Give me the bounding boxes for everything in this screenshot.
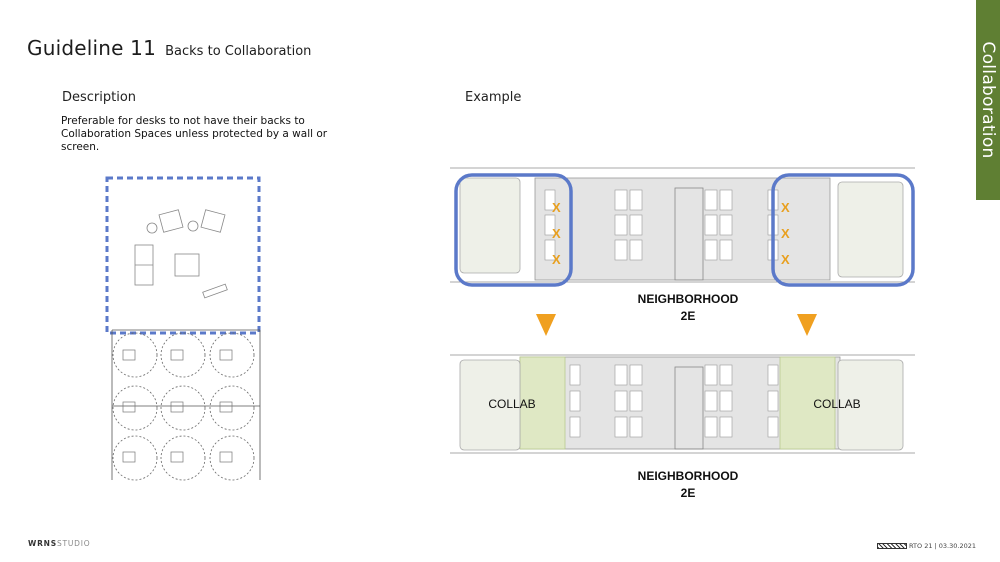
description-heading: Description: [62, 90, 137, 105]
guideline-subtitle: Backs to Collaboration: [165, 44, 312, 59]
highlight-right: [771, 173, 915, 287]
highlight-left: [454, 173, 573, 287]
collab-label-right: COLLAB: [813, 397, 860, 411]
conflict-mark: X: [781, 200, 790, 215]
example-heading: Example: [465, 90, 522, 105]
arrow-down-icon: [797, 314, 817, 336]
conflict-mark: X: [781, 226, 790, 241]
company-logo: WRNSSTUDIO: [28, 539, 90, 548]
project-info: RTO 21 | 03.30.2021: [909, 542, 977, 550]
page-title: Guideline 11 Backs to Collaboration: [27, 36, 311, 60]
neighborhood-label-bottom: NEIGHBORHOOD: [638, 469, 739, 483]
description-text: Preferable for desks to not have their b…: [61, 115, 328, 153]
neighborhood-number-bottom: 2E: [681, 486, 696, 500]
description-diagram: [105, 176, 261, 481]
logo-bold: WRNS: [28, 539, 57, 548]
conflict-mark: X: [781, 252, 790, 267]
arrow-down-icon: [536, 314, 556, 336]
example-plan-top: X X X X X X NEIGHBORHOOD 2E: [450, 167, 915, 332]
neighborhood-label-top: NEIGHBORHOOD: [638, 292, 739, 306]
collab-label-left: COLLAB: [488, 397, 535, 411]
hatch-pattern-icon: [877, 543, 907, 549]
collab-boundary: [105, 176, 261, 335]
section-tab-label: Collaboration: [978, 41, 998, 159]
example-plan-bottom: COLLAB COLLAB NEIGHBORHOOD 2E: [450, 354, 915, 503]
logo-light: STUDIO: [56, 539, 91, 548]
footer-info: RTO 21 | 03.30.2021: [877, 542, 976, 550]
conflict-mark: X: [552, 226, 561, 241]
conflict-mark: X: [552, 200, 561, 215]
guideline-title: Guideline 11: [27, 36, 157, 60]
neighborhood-number-top: 2E: [681, 309, 696, 323]
conflict-mark: X: [552, 252, 561, 267]
section-tab: Collaboration: [976, 0, 1000, 200]
